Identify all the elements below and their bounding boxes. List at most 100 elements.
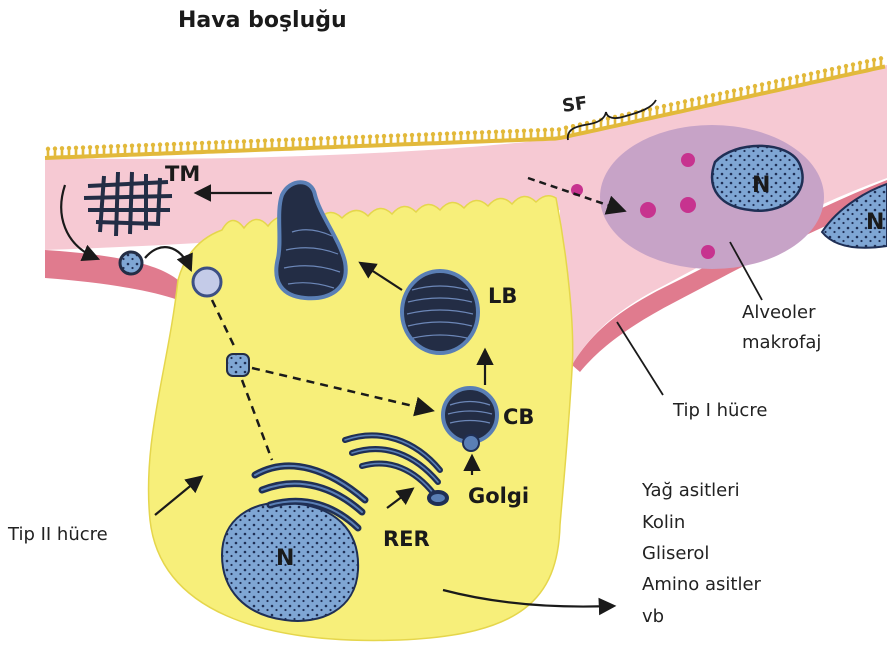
surfactant-head (88, 145, 92, 149)
surfactant-head (473, 130, 477, 134)
surfactant-head (536, 128, 540, 132)
surfactant-head (74, 146, 78, 150)
surfactant-head (284, 138, 288, 142)
surfactant-head (858, 61, 862, 65)
surfactant-head (711, 93, 715, 97)
surfactant-head (109, 144, 113, 148)
surfactant-head (277, 138, 281, 142)
tm-label: TM (165, 162, 200, 186)
precursor-item: vb (642, 606, 664, 627)
surfactant-head (809, 72, 813, 76)
surfactant-head (263, 138, 267, 142)
surfactant-head (312, 137, 316, 141)
surfactant-head (81, 145, 85, 149)
surfactant-head (46, 147, 50, 151)
surfactant-head (557, 127, 561, 131)
surfactant-head (165, 142, 169, 146)
surfactant-head (564, 125, 568, 129)
surfactant-head (788, 76, 792, 80)
type1-cell-label: Tip I hücre (672, 400, 767, 421)
macrophage-granule (680, 197, 696, 213)
surfactant-head (298, 137, 302, 141)
surfactant-head (816, 70, 820, 74)
surfactant-head (802, 73, 806, 77)
surfactant-head (396, 133, 400, 137)
surfactant-head (326, 136, 330, 140)
basement-membrane (45, 250, 178, 300)
surfactant-head (368, 134, 372, 138)
precursor-list: Yağ asitleri Kolin Gliserol Amino asitle… (641, 480, 762, 627)
type2-nucleus-label: N (276, 546, 294, 571)
surfactant-head (844, 64, 848, 68)
surfactant-head (508, 129, 512, 133)
rer-label: RER (383, 527, 430, 551)
surfactant-head (382, 134, 386, 138)
surfactant-head (823, 69, 827, 73)
surfactant-head (669, 102, 673, 106)
golgi-label: Golgi (468, 484, 529, 508)
surfactant-head (851, 62, 855, 66)
surfactant-head (480, 130, 484, 134)
surfactant-head (361, 135, 365, 139)
surfactant-head (515, 129, 519, 133)
page-title: Hava boşluğu (178, 8, 347, 33)
macrophage-nucleus-label: N (752, 173, 770, 198)
surfactant-head (676, 101, 680, 105)
surfactant-head (123, 144, 127, 148)
surfactant-head (697, 96, 701, 100)
surfactant-head (746, 85, 750, 89)
surfactant-head (389, 134, 393, 138)
surfactant-head (53, 146, 57, 150)
surfactant-head (375, 134, 379, 138)
surfactant-head (333, 136, 337, 140)
surfactant-head (837, 65, 841, 69)
surfactant-head (718, 92, 722, 96)
type2-cell-label: Tip II hücre (7, 524, 108, 545)
surfactant-head (725, 90, 729, 94)
macrophage-label-line2: makrofaj (742, 332, 821, 353)
surfactant-head (690, 98, 694, 102)
surfactant-head (256, 139, 260, 143)
surfactant-head (305, 137, 309, 141)
surfactant-head (270, 138, 274, 142)
surfactant-head (662, 104, 666, 108)
type1-pointer (617, 322, 663, 395)
multivesicular-body (227, 354, 249, 376)
precursor-item: Kolin (642, 512, 685, 533)
surfactant-head (340, 136, 344, 140)
surfactant-head (494, 130, 498, 134)
surfactant-head (501, 129, 505, 133)
surfactant-head (242, 139, 246, 143)
surfactant-head (774, 79, 778, 83)
surfactant-head (95, 145, 99, 149)
surfactant-head (291, 137, 295, 141)
surfactant-head (683, 99, 687, 103)
surfactant-head (347, 135, 351, 139)
surfactant-head (102, 145, 106, 149)
macrophage-granule (640, 202, 656, 218)
recycled-vesicle (120, 252, 142, 274)
surfactant-head (704, 95, 708, 99)
surfactant-head (137, 143, 141, 147)
surfactant-head (767, 81, 771, 85)
surfactant-head (221, 140, 225, 144)
surfactant-head (522, 129, 526, 133)
surfactant-head (795, 75, 799, 79)
surfactant-head (781, 78, 785, 82)
surfactant-head (445, 132, 449, 136)
precursor-item: Yağ asitleri (641, 480, 740, 501)
surfactant-head (179, 142, 183, 146)
macrophage-label-line1: Alveoler (742, 302, 816, 323)
surfactant-head (739, 87, 743, 91)
surfactant-head (732, 89, 736, 93)
surfactant-head (760, 82, 764, 86)
surfactant-head (116, 144, 120, 148)
surfactant-head (172, 142, 176, 146)
surfactant-head (67, 146, 71, 150)
surfactant-head (872, 58, 876, 62)
composite-body-vesicle (463, 435, 479, 451)
surfactant-head (193, 141, 197, 145)
surfactant-head (207, 141, 211, 145)
surfactant-head (550, 128, 554, 132)
macrophage-granule (681, 153, 695, 167)
